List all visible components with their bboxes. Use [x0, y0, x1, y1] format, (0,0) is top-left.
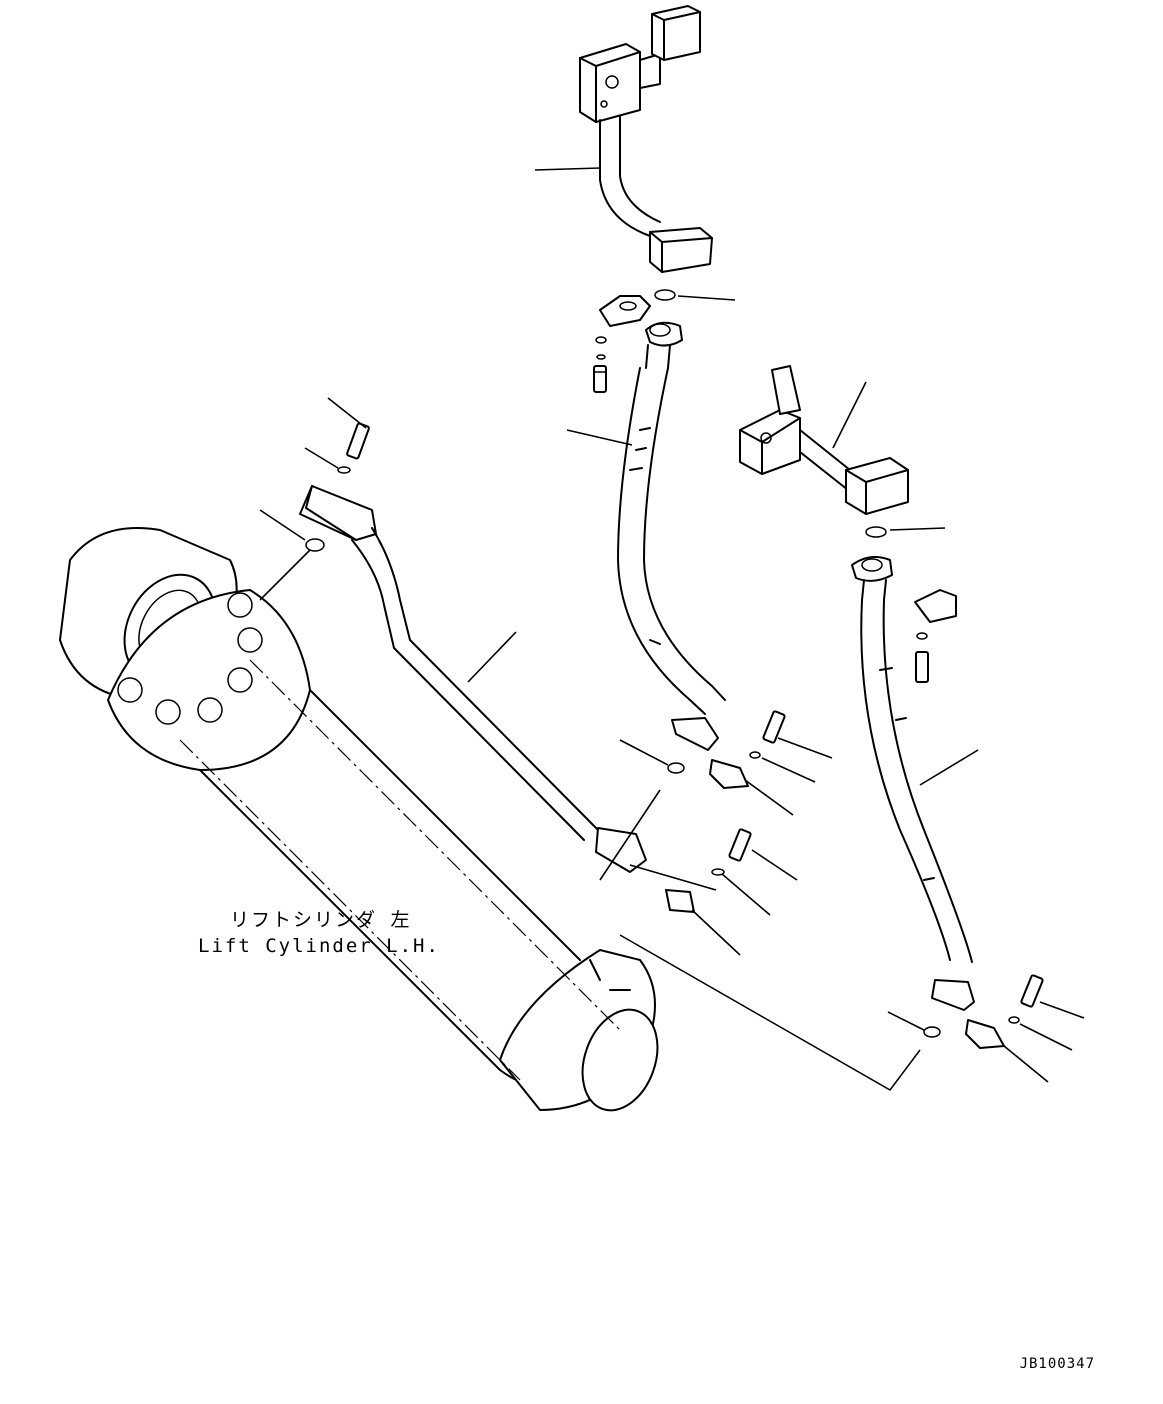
leader-line — [761, 757, 816, 783]
callout-label-en: Lift Cylinder L.H. — [198, 935, 440, 957]
leader-line — [887, 1011, 925, 1031]
leader-line — [889, 527, 946, 531]
hardware-right — [923, 974, 1044, 1049]
leader-line — [744, 779, 794, 816]
leader-line — [1019, 1023, 1073, 1051]
hose-right — [851, 555, 975, 1011]
leader-line — [677, 295, 736, 301]
right-valve-tube — [739, 365, 909, 515]
connection-line — [599, 789, 661, 881]
washer — [337, 466, 351, 474]
leader-line — [467, 631, 517, 683]
leader-line — [919, 749, 979, 786]
hardware-center — [665, 710, 786, 913]
leader-line — [751, 849, 798, 881]
leader-line — [534, 167, 601, 171]
split-flange-right — [914, 589, 957, 683]
connection-line — [619, 934, 921, 1091]
leader-line — [327, 397, 367, 429]
split-flange-upper — [593, 295, 651, 393]
leader-line — [304, 447, 339, 469]
drawing-number: JB100347 — [1019, 1356, 1095, 1372]
o-ring-3 — [305, 538, 325, 552]
o-ring-1 — [654, 289, 676, 301]
leader-line — [1003, 1045, 1049, 1083]
connection-line — [259, 549, 311, 601]
lift-cylinder — [59, 527, 659, 1112]
leader-line — [777, 737, 833, 759]
leader-line — [629, 864, 717, 891]
leader-line — [1039, 1001, 1085, 1019]
cylinder-tube — [299, 485, 647, 873]
upper-valve-tube — [579, 5, 713, 273]
leader-line — [691, 909, 741, 956]
leader-line — [566, 429, 633, 446]
leader-line — [619, 739, 669, 766]
bolt — [346, 422, 370, 460]
hose-center — [617, 321, 726, 751]
leader-line — [832, 381, 867, 449]
leader-line — [259, 509, 306, 541]
o-ring-2 — [865, 526, 887, 538]
leader-line — [721, 873, 771, 916]
callout-label-jp: リフトシリンダ 左 — [230, 909, 412, 931]
